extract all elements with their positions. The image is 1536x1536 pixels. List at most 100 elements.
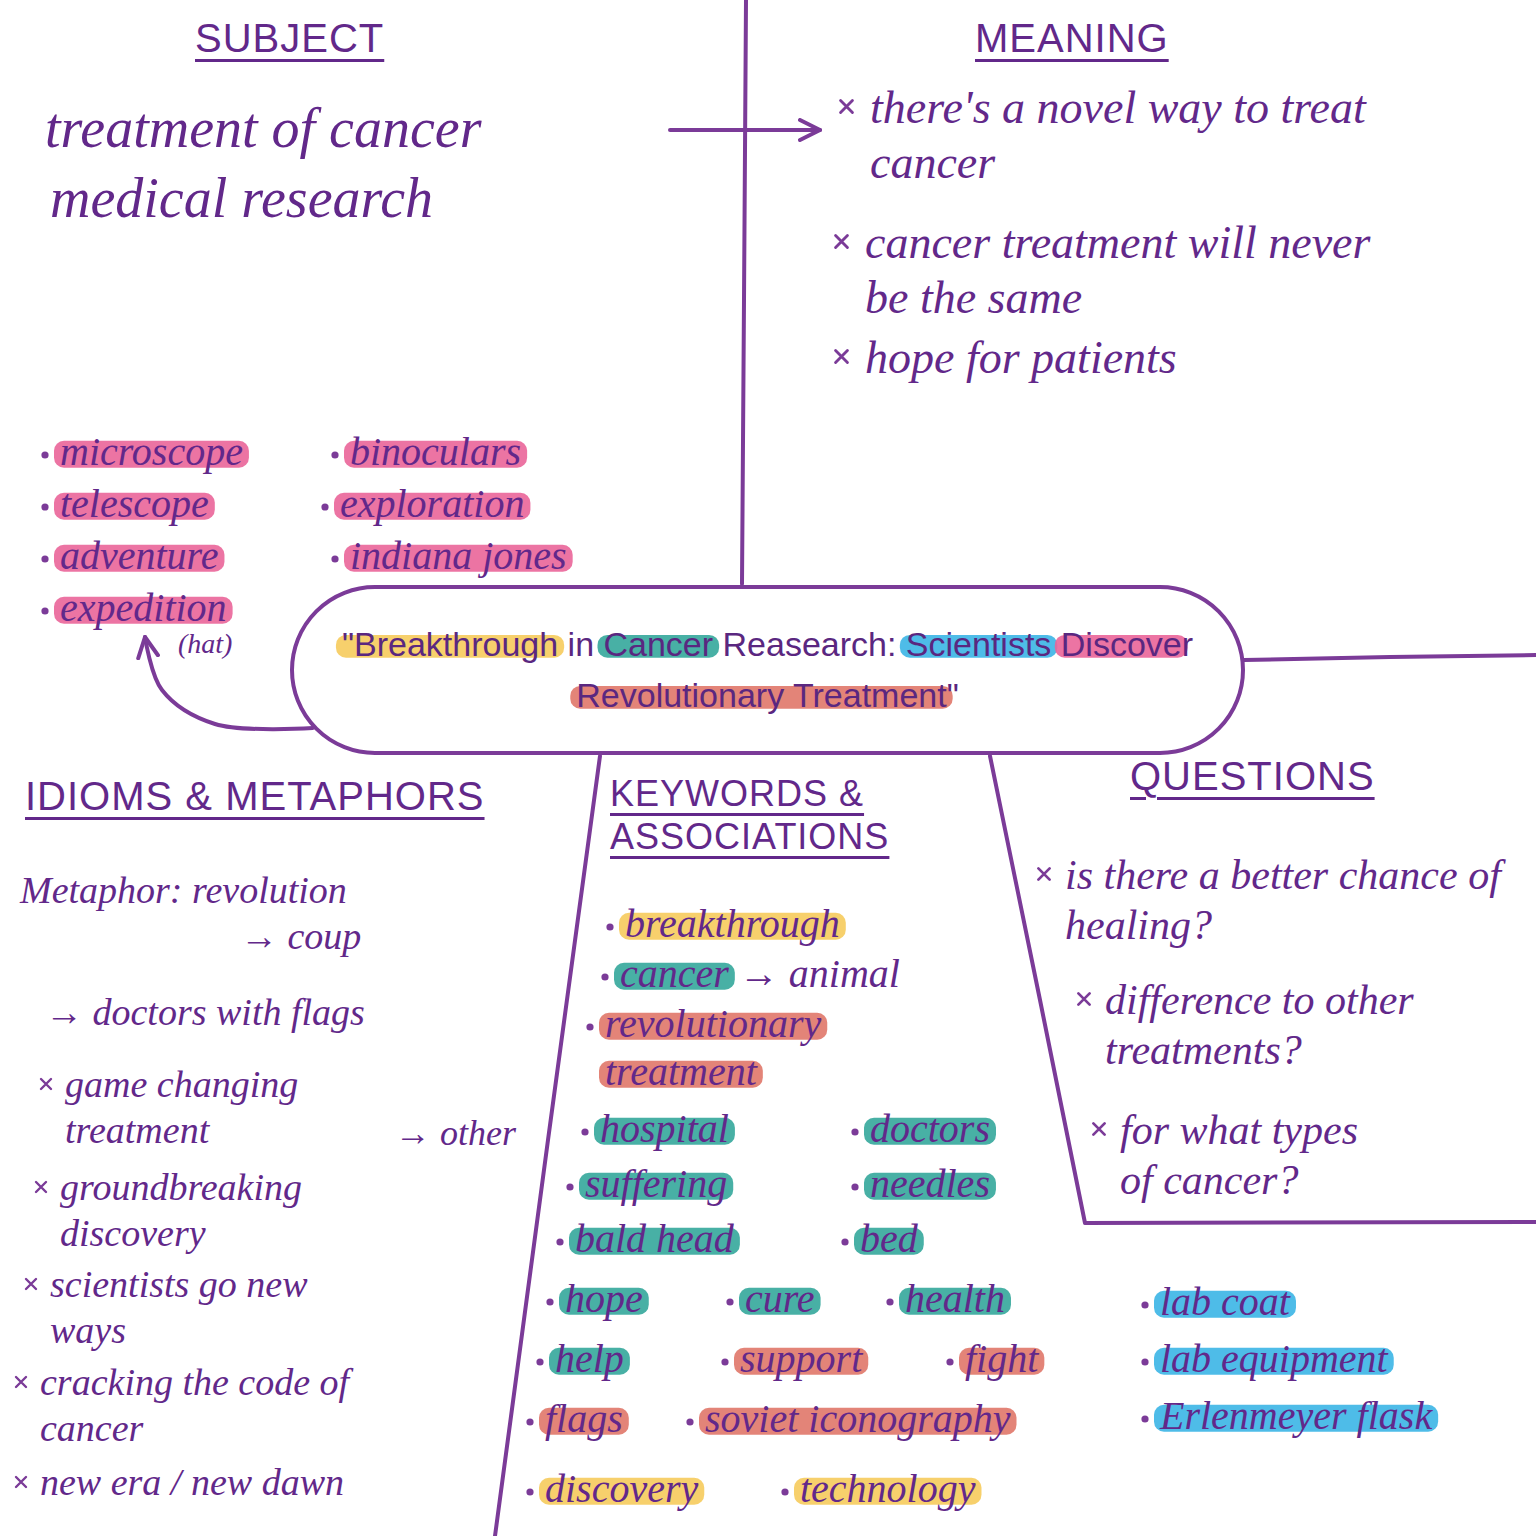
cross-bullet — [38, 1076, 54, 1092]
text-row: bed — [860, 1215, 918, 1263]
dot-mark — [41, 607, 48, 614]
note-text: breakthrough — [625, 900, 840, 948]
dot-mark — [536, 1358, 543, 1365]
cross-stroke — [1078, 993, 1089, 1004]
cross-stroke — [1093, 1123, 1104, 1134]
dot-bullet — [685, 1417, 695, 1427]
note-text: → other — [395, 1112, 516, 1155]
dot-bullet — [850, 1182, 860, 1192]
note-text: fight — [965, 1335, 1038, 1383]
dot-bullet — [330, 554, 340, 564]
dot-bullet — [720, 1357, 730, 1367]
text-row: for what types of cancer? — [1120, 1105, 1400, 1206]
text-row: microscope — [60, 428, 243, 476]
dot-bullet — [40, 606, 50, 616]
cross-bullet — [1090, 1120, 1108, 1138]
dot-bullet — [525, 1417, 535, 1427]
dot-bullet — [40, 450, 50, 460]
dot-mark — [331, 555, 338, 562]
note-text: bald head — [575, 1215, 734, 1263]
text-row: cancer treatment will never be the same — [865, 215, 1425, 325]
note-text: suffering — [585, 1160, 727, 1208]
text-row: → coup — [240, 914, 361, 960]
text-row: IDIOMS & METAPHORS — [25, 772, 485, 820]
note-text: microscope — [60, 428, 243, 476]
text-row: health — [905, 1275, 1005, 1323]
text-row: there's a novel way to treat cancer — [870, 80, 1390, 190]
cross-bullet — [832, 232, 851, 251]
dot-mark — [556, 1238, 563, 1245]
dot-bullet — [1140, 1414, 1150, 1424]
text-row: hospital — [600, 1105, 729, 1153]
dot-bullet — [555, 1237, 565, 1247]
association-list: microscopebinocularstelescopeexploration… — [40, 420, 660, 637]
text-row: fight — [965, 1335, 1038, 1383]
dot-mark — [1141, 1301, 1148, 1308]
note-text: revolutionary treatment — [605, 1000, 935, 1096]
dot-bullet — [780, 1487, 790, 1497]
note-text: hope — [565, 1275, 643, 1323]
text-row: KEYWORDS & ASSOCIATIONS — [610, 772, 910, 858]
text-row: expedition — [60, 584, 227, 632]
note-text: cracking the code of cancer — [40, 1360, 440, 1451]
section-heading: KEYWORDS & ASSOCIATIONS — [610, 772, 910, 858]
dot-mark — [1141, 1415, 1148, 1422]
text-row: help — [555, 1335, 624, 1383]
cross-stroke — [26, 1279, 36, 1289]
note-text: hope for patients — [865, 330, 1177, 385]
text-row: SUBJECT — [195, 14, 384, 62]
note-text: technology — [800, 1465, 976, 1513]
text-row: adventure — [60, 532, 218, 580]
note-text: telescope — [60, 480, 209, 528]
section-heading: MEANING — [975, 14, 1169, 62]
cross-bullet — [13, 1474, 29, 1490]
divider-line — [742, 0, 746, 584]
text-row: soviet iconography — [705, 1395, 1011, 1443]
oval-border — [292, 587, 1243, 753]
text-row: telescope — [60, 480, 209, 528]
text-row: lab coat — [1160, 1278, 1290, 1326]
dot-mark — [41, 555, 48, 562]
text-row: needles — [870, 1160, 990, 1208]
text-row: new era / new dawn — [40, 1460, 344, 1506]
text-row: breakthrough — [625, 900, 840, 948]
note-text: cure — [745, 1275, 815, 1323]
note-text: indiana jones — [350, 532, 567, 580]
note-text: discovery — [545, 1465, 698, 1513]
dot-bullet — [320, 502, 330, 512]
note-text: flags — [545, 1395, 623, 1443]
text-row: discovery — [545, 1465, 698, 1513]
note-text: lab equipment — [1160, 1335, 1388, 1383]
note-text: scientists go new ways — [50, 1262, 380, 1353]
section-heading: SUBJECT — [195, 14, 384, 62]
note-text: adventure — [60, 532, 218, 580]
cross-stroke — [36, 1182, 46, 1192]
dot-mark — [526, 1488, 533, 1495]
note-text: → coup — [240, 914, 361, 960]
dot-bullet — [840, 1237, 850, 1247]
text-row: binoculars — [350, 428, 521, 476]
note-text: there's a novel way to treat cancer — [870, 80, 1390, 190]
dot-bullet — [945, 1357, 955, 1367]
dot-mark — [886, 1298, 893, 1305]
text-row: bald head — [575, 1215, 734, 1263]
edge-label: (hat) — [178, 628, 232, 660]
dot-mark — [851, 1128, 858, 1135]
dot-mark — [851, 1183, 858, 1190]
text-row: technology — [800, 1465, 976, 1513]
note-text: hospital — [600, 1105, 729, 1153]
headline-text: "Breakthrough in Cancer Reasearch: Scien… — [328, 619, 1208, 721]
dot-mark — [321, 503, 328, 510]
dot-mark — [946, 1358, 953, 1365]
dot-mark — [581, 1128, 588, 1135]
text-row: Metaphor: revolution — [20, 868, 347, 914]
dot-bullet — [525, 1487, 535, 1497]
note-text: cancer → animal — [620, 950, 900, 998]
cross-stroke — [16, 1377, 26, 1387]
oval-outline — [290, 585, 1245, 755]
dot-mark — [601, 973, 608, 980]
note-text: → doctors with flags — [45, 990, 365, 1036]
dot-mark — [41, 451, 48, 458]
